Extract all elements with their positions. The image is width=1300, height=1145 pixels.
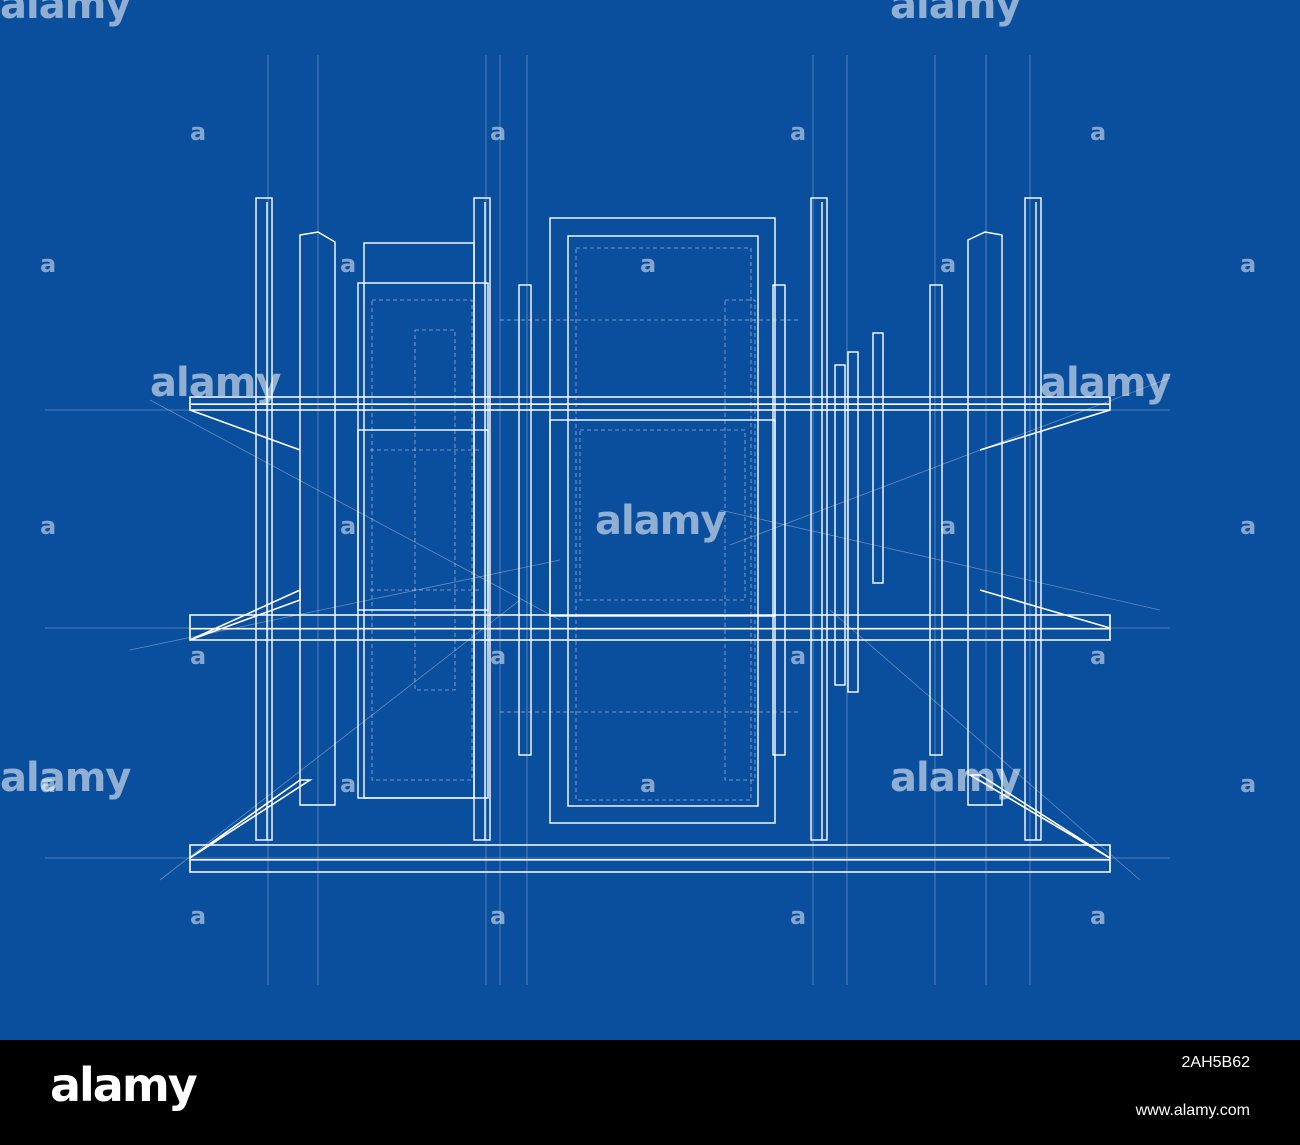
- alamy-logo[interactable]: alamy: [50, 1058, 198, 1112]
- plate-panel: [810, 197, 828, 841]
- rail: [834, 364, 846, 686]
- plate-panel: [1024, 197, 1042, 841]
- rail: [518, 284, 532, 756]
- shelf-plane: [189, 614, 1111, 641]
- shelf-side: [979, 409, 1111, 451]
- hidden-edge: [371, 299, 473, 781]
- hidden-edge: [579, 429, 746, 601]
- guide-diagonal: [729, 377, 1171, 546]
- left-box: [357, 282, 489, 799]
- guide-diagonal: [149, 399, 561, 621]
- shelf-side: [967, 774, 1111, 859]
- hidden-edge: [414, 329, 456, 691]
- hidden-edge: [575, 247, 752, 801]
- mid-box: [549, 419, 776, 617]
- rail: [847, 351, 859, 693]
- image-id: 2AH5B62: [1181, 1054, 1251, 1071]
- shelf-planes: [189, 396, 1111, 873]
- rail: [929, 284, 943, 756]
- mid-box-left: [357, 429, 489, 611]
- side-panel: [967, 231, 1003, 806]
- central-box: [549, 217, 776, 824]
- hidden-edge: [724, 299, 756, 781]
- wireframe-structure: [45, 55, 1171, 985]
- shelf-side: [189, 409, 301, 451]
- vertical-panels: [255, 197, 1042, 841]
- site-url-link[interactable]: www.alamy.com: [1135, 1102, 1250, 1119]
- shelf-plane: [189, 844, 1111, 873]
- guide-diagonal: [159, 599, 521, 881]
- left-box-back: [363, 242, 475, 799]
- shelf-side: [979, 589, 1111, 629]
- side-panel: [299, 231, 336, 806]
- hidden-edges: [370, 247, 800, 801]
- rail: [872, 332, 884, 584]
- plate-panel: [255, 197, 273, 841]
- shelf-side: [189, 779, 313, 859]
- footer-bar: alamy 2AH5B62 www.alamy.com: [0, 1040, 1300, 1145]
- guide-diagonal: [129, 559, 561, 651]
- central-box-inner: [567, 235, 759, 807]
- guide-diagonal: [719, 509, 1161, 611]
- guide-diagonal: [829, 609, 1141, 881]
- rail: [772, 284, 786, 756]
- blueprint-drawing: alamy alamy alamy alamy alamy alamy alam…: [0, 0, 1300, 1040]
